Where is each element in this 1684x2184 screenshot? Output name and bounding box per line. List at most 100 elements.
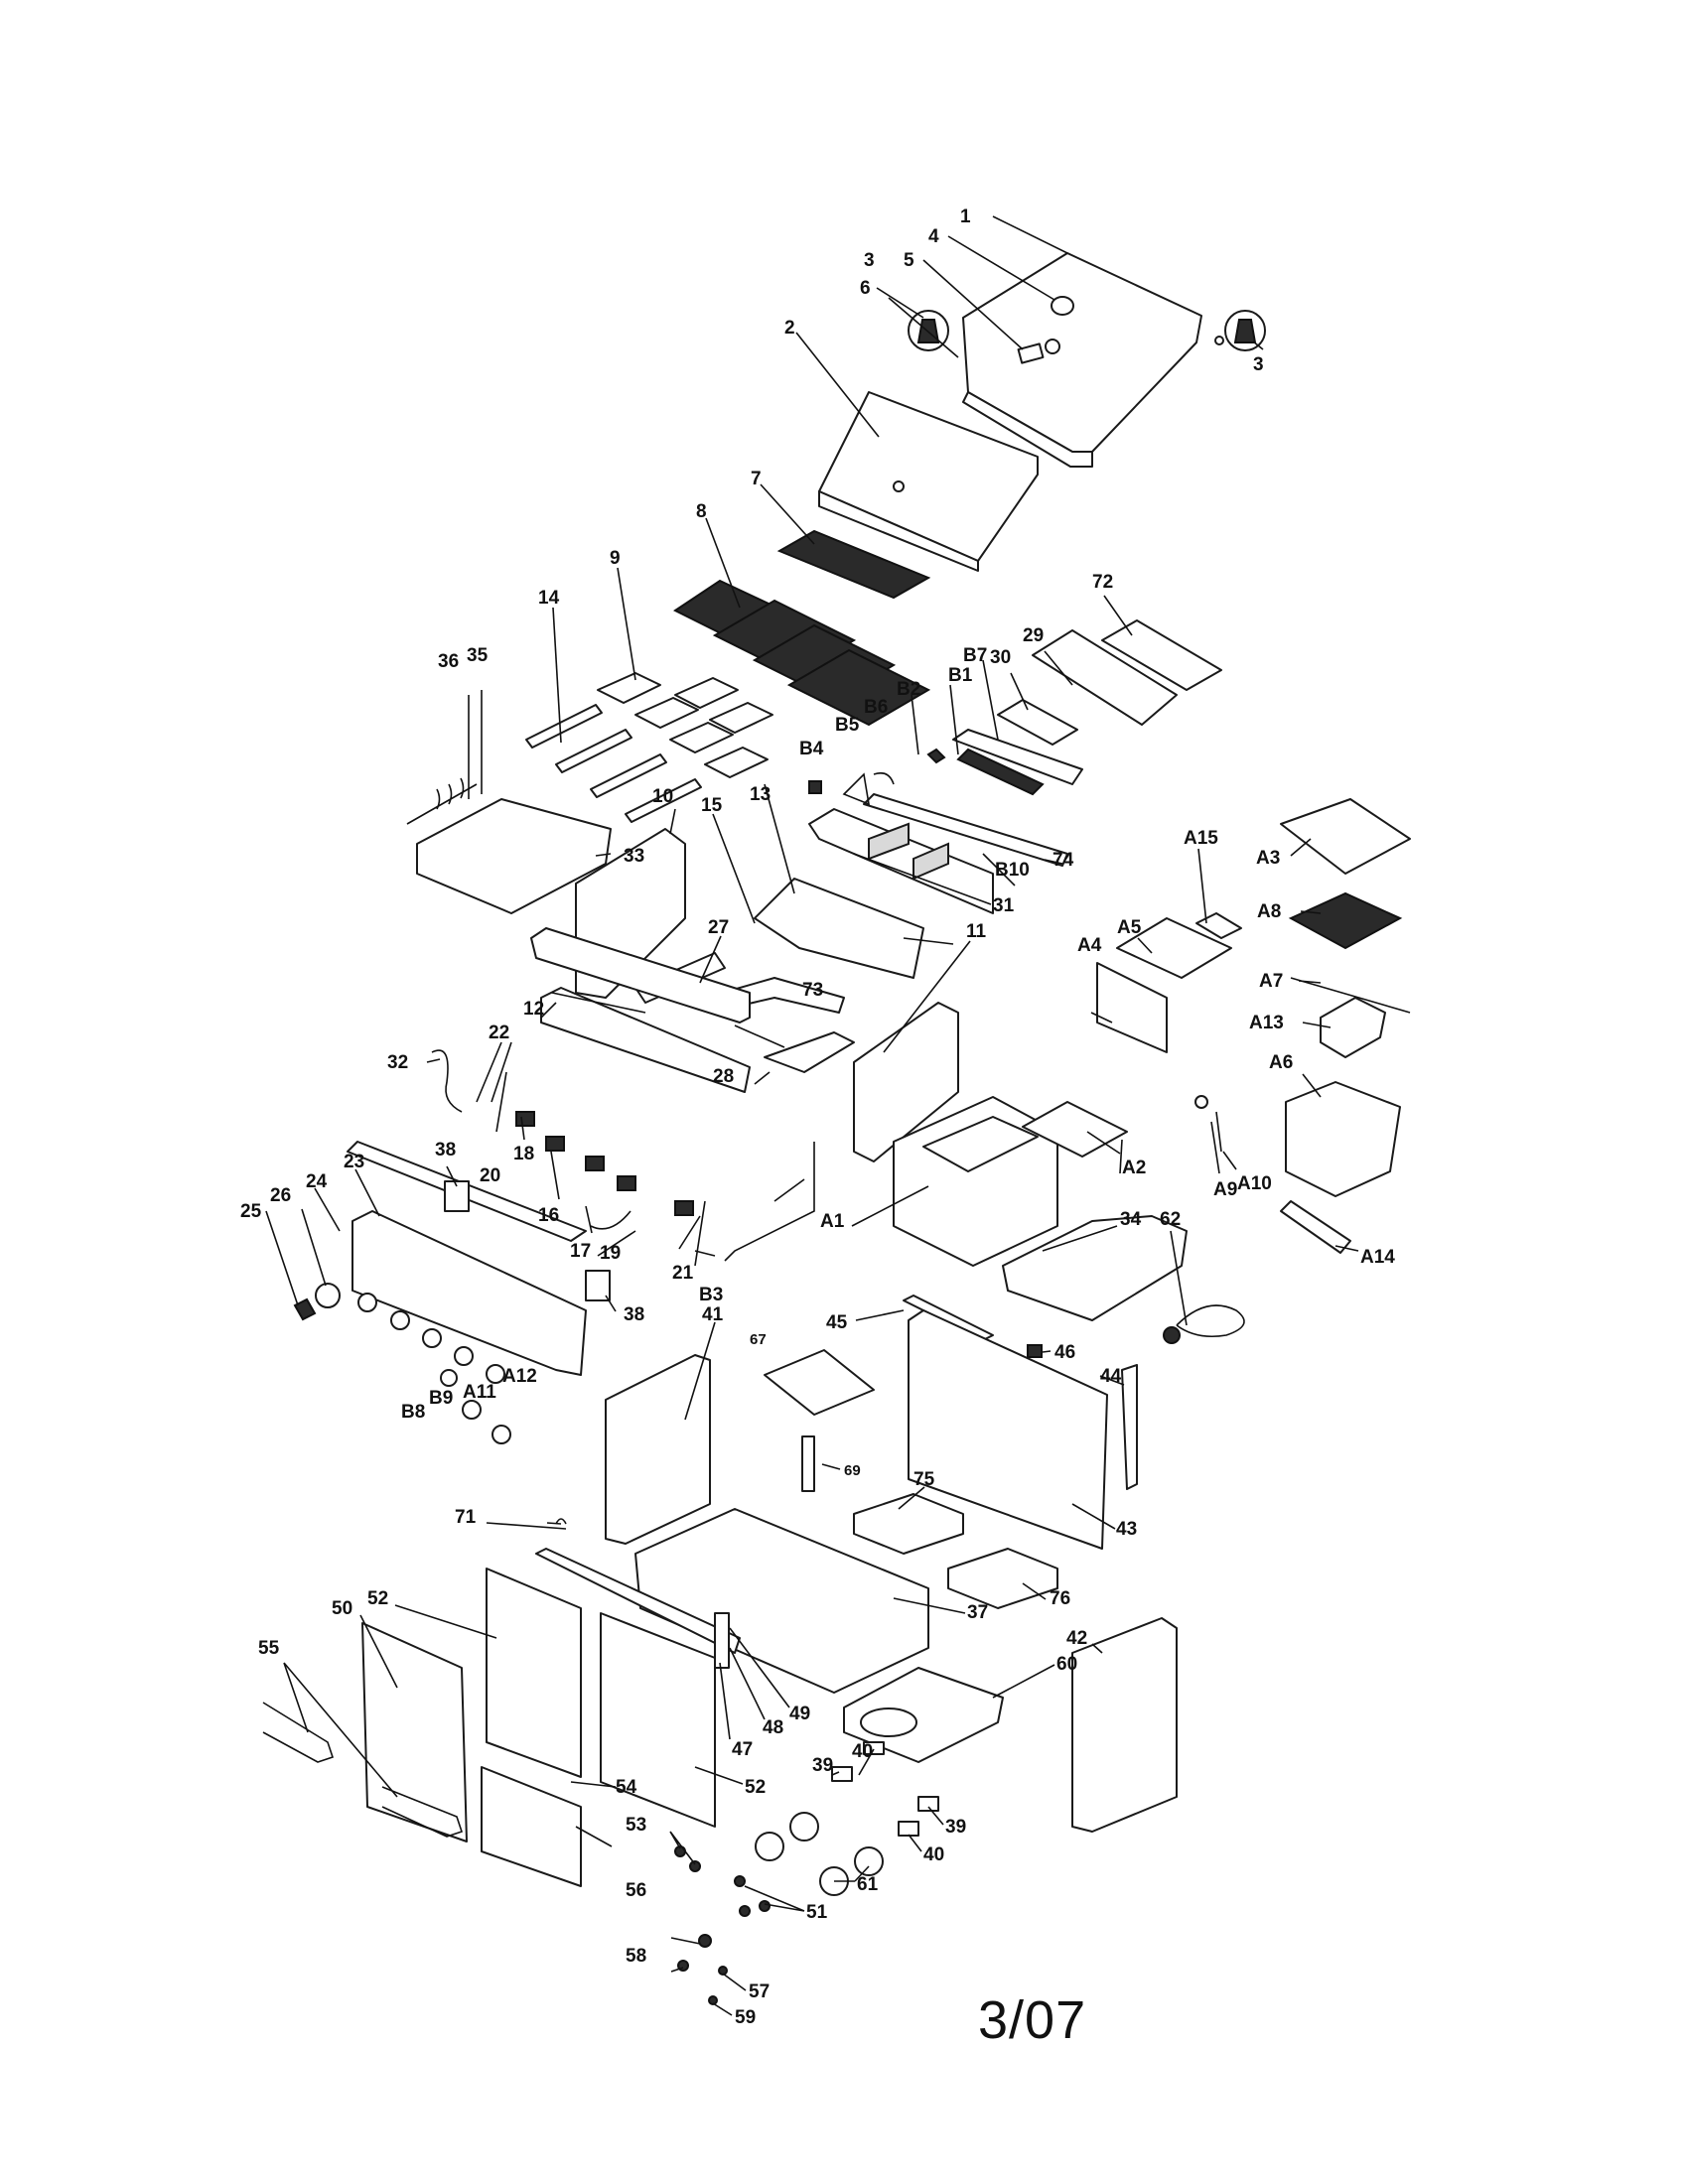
label-71: 71 xyxy=(455,1507,477,1528)
label-24: 24 xyxy=(306,1171,328,1192)
label-b1: B1 xyxy=(948,665,973,686)
part-rotisserie-hooks xyxy=(406,690,483,825)
label-b2: B2 xyxy=(897,679,920,700)
label-6: 6 xyxy=(860,278,871,299)
label-4: 4 xyxy=(928,226,939,247)
label-48: 48 xyxy=(763,1717,783,1738)
label-10: 10 xyxy=(652,786,673,807)
label-14: 14 xyxy=(538,588,560,609)
part-right-cart-side xyxy=(1071,1617,1178,1833)
label-a10: A10 xyxy=(1237,1173,1272,1194)
label-22: 22 xyxy=(489,1023,509,1043)
label-18: 18 xyxy=(513,1144,534,1164)
label-74: 74 xyxy=(1052,850,1074,871)
label-62: 62 xyxy=(1160,1209,1181,1230)
label-2: 2 xyxy=(784,318,795,339)
label-73: 73 xyxy=(802,980,823,1001)
part-rear-cart-panel xyxy=(903,1295,1138,1550)
label-38-top: 38 xyxy=(435,1140,456,1160)
part-grease-tray xyxy=(997,619,1222,746)
label-51: 51 xyxy=(806,1902,828,1923)
label-37: 37 xyxy=(967,1602,988,1623)
label-a14: A14 xyxy=(1360,1247,1395,1268)
part-hinges xyxy=(831,1741,939,1837)
label-9: 9 xyxy=(610,548,621,569)
part-tank-tray xyxy=(843,1667,1004,1763)
label-20: 20 xyxy=(480,1165,500,1186)
label-a13: A13 xyxy=(1249,1013,1284,1033)
label-29: 29 xyxy=(1023,625,1044,646)
label-a8: A8 xyxy=(1257,901,1281,922)
label-50: 50 xyxy=(332,1598,352,1619)
label-a5: A5 xyxy=(1117,917,1142,938)
label-b5: B5 xyxy=(835,715,860,736)
part-firebox xyxy=(754,878,924,979)
label-39-left: 39 xyxy=(812,1755,833,1776)
label-1: 1 xyxy=(960,206,971,227)
label-40-bottom: 40 xyxy=(923,1844,944,1865)
label-42: 42 xyxy=(1066,1628,1087,1649)
label-40-top: 40 xyxy=(852,1741,873,1762)
label-a1: A1 xyxy=(820,1211,845,1232)
label-b3: B3 xyxy=(699,1285,723,1305)
label-43: 43 xyxy=(1116,1519,1137,1540)
label-a9: A9 xyxy=(1213,1179,1237,1200)
part-side-burner-set xyxy=(1280,798,1411,1197)
label-61: 61 xyxy=(857,1874,879,1895)
part-side-burner-lid xyxy=(416,798,612,914)
label-76: 76 xyxy=(1050,1588,1070,1609)
part-knobs xyxy=(357,1293,511,1444)
label-19: 19 xyxy=(600,1243,621,1264)
label-3-right: 3 xyxy=(1253,354,1264,375)
label-53: 53 xyxy=(626,1815,646,1836)
label-16: 16 xyxy=(538,1205,559,1226)
label-56: 56 xyxy=(626,1880,646,1901)
label-35: 35 xyxy=(467,645,489,666)
label-45: 45 xyxy=(826,1312,848,1333)
part-warming-rack xyxy=(776,529,931,600)
label-75: 75 xyxy=(913,1469,935,1490)
leader-lines xyxy=(265,215,1359,2016)
label-28: 28 xyxy=(713,1066,734,1087)
part-cooking-grates xyxy=(673,579,931,727)
label-69: 69 xyxy=(844,1462,861,1479)
part-right-side-panel xyxy=(853,1002,959,1162)
label-a6: A6 xyxy=(1269,1052,1293,1073)
label-12: 12 xyxy=(523,999,544,1020)
part-bottom-shelf xyxy=(634,1508,929,1694)
label-44: 44 xyxy=(1100,1366,1122,1387)
part-front-frame xyxy=(535,1548,741,1669)
part-regulator-hose xyxy=(1163,1304,1245,1344)
label-55: 55 xyxy=(258,1638,280,1659)
label-32: 32 xyxy=(387,1052,408,1073)
label-b10: B10 xyxy=(995,860,1030,881)
label-b8: B8 xyxy=(401,1402,425,1423)
label-3-left: 3 xyxy=(864,250,875,271)
label-b6: B6 xyxy=(864,697,888,718)
label-58: 58 xyxy=(626,1946,646,1967)
label-36: 36 xyxy=(438,651,459,672)
part-rear-burner-assembly xyxy=(863,729,1083,867)
label-13: 13 xyxy=(750,784,771,805)
label-21: 21 xyxy=(672,1263,694,1284)
label-33: 33 xyxy=(624,846,644,867)
label-39-right: 39 xyxy=(945,1817,966,1838)
part-side-burner-parts xyxy=(1022,912,1242,1158)
label-41: 41 xyxy=(702,1304,724,1325)
label-a15: A15 xyxy=(1184,828,1218,849)
label-15: 15 xyxy=(701,795,723,816)
part-flame-tamers xyxy=(597,672,773,778)
part-side-rail xyxy=(1280,1200,1351,1254)
part-heat-shield xyxy=(818,391,1039,572)
label-b7: B7 xyxy=(963,645,987,666)
part-manifold xyxy=(530,927,751,1093)
part-lid xyxy=(962,252,1202,468)
label-52-top: 52 xyxy=(367,1588,388,1609)
label-a4: A4 xyxy=(1077,935,1102,956)
part-left-cart-side xyxy=(605,1354,711,1545)
part-wire xyxy=(431,1049,463,1113)
label-5: 5 xyxy=(904,250,914,271)
label-a3: A3 xyxy=(1256,848,1280,869)
label-49: 49 xyxy=(789,1704,810,1724)
